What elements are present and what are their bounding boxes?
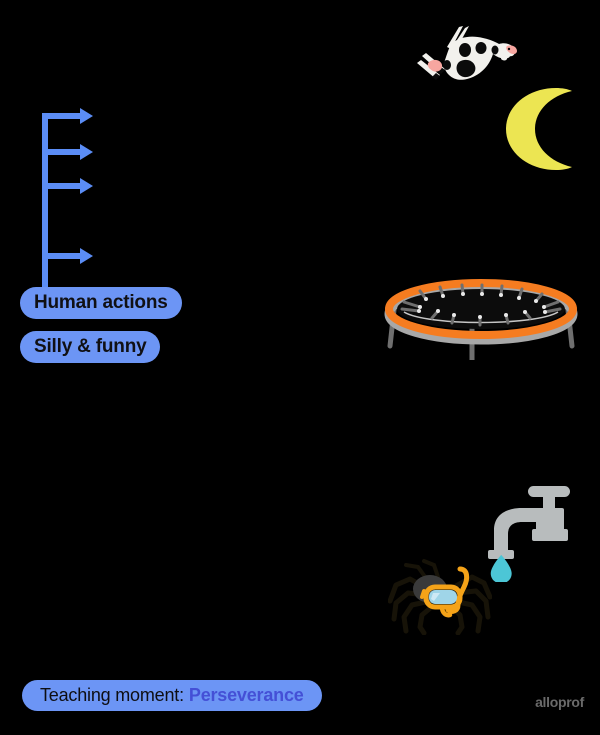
arrow-group [38,105,158,305]
arrow-row-1 [42,113,82,119]
arrow-head-icon-1 [80,108,93,124]
teaching-moment-value: Perseverance [188,685,304,705]
label-silly-funny[interactable]: Silly & funny [20,331,161,363]
arrow-row-3 [42,183,82,189]
trampoline-illustration [382,278,580,363]
faucet-illustration [486,482,582,584]
teaching-moment-label: Teaching moment: [40,685,184,705]
arrow-head-icon-2 [80,144,93,160]
arrow-head-icon-4 [80,248,93,264]
cow-illustration [407,22,519,94]
arrow-spine [42,116,48,301]
arrow-head-icon-3 [80,178,93,194]
arrow-row-2 [42,149,82,155]
alloprof-logo: alloprof [535,694,584,710]
crescent-moon-illustration [498,86,576,172]
label-human-actions[interactable]: Human actions [20,287,182,319]
teaching-moment-banner[interactable]: Teaching moment: Perseverance [22,680,322,711]
spider-illustration [387,553,493,636]
arrow-row-4 [42,253,82,259]
